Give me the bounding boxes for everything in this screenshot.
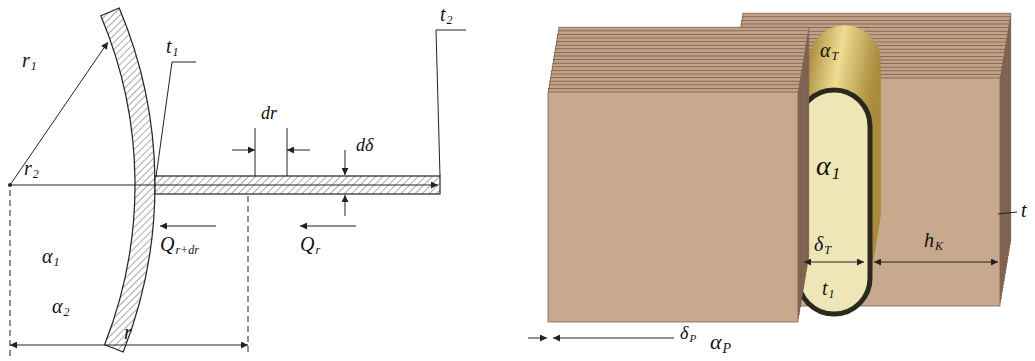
subscript: 1 [173, 46, 179, 58]
subscript: 1 [829, 288, 835, 300]
subscript: T [832, 50, 839, 62]
radius-symbol: r [22, 50, 30, 70]
heat-flow-symbol: Q [300, 234, 314, 254]
heat-transfer-symbol: α [52, 296, 63, 316]
dimension-label: h [924, 230, 934, 250]
extension-line [255, 128, 256, 176]
heat-transfer-symbol: α [710, 331, 722, 353]
fin-stack [548, 27, 809, 322]
finned-tube [548, 13, 1011, 322]
subscript: 1 [54, 256, 60, 268]
subscript: K [935, 240, 943, 252]
extension-line [248, 196, 249, 356]
subscript: r+dr [175, 244, 198, 256]
dimension-arrow [345, 195, 346, 216]
subscript: 2 [64, 306, 70, 318]
radius-line [10, 42, 108, 185]
radius-symbol: r [24, 158, 32, 178]
subscript: r [315, 244, 320, 256]
dimension-label: dr [261, 104, 277, 122]
extension-line [10, 190, 11, 356]
subscript: 2 [447, 14, 453, 26]
extension-line [287, 128, 288, 176]
subscript: 1 [832, 165, 841, 182]
dimension-arrow [528, 338, 547, 339]
subscript: 1 [31, 60, 37, 72]
dimension-arrow [345, 150, 346, 175]
leader-line [572, 338, 674, 339]
thickness-symbol: δ [814, 234, 823, 254]
dimension-line [874, 262, 998, 263]
tube-wall-section [101, 8, 155, 352]
subscript: 2 [33, 168, 39, 180]
temperature-symbol: t [166, 36, 172, 56]
heat-transfer-symbol: α [820, 40, 831, 60]
radius-line [10, 185, 438, 186]
heat-transfer-symbol: α [816, 152, 831, 180]
leader-line [998, 212, 1017, 214]
dimension-arrow [232, 150, 255, 151]
heat-transfer-symbol: α [42, 246, 53, 266]
subscript: P [689, 333, 696, 344]
subscript: T [824, 244, 831, 256]
dimension-label: dδ [356, 136, 373, 154]
leader-line [436, 30, 466, 176]
dimension-arrow [553, 338, 572, 339]
fin-plate [548, 92, 798, 322]
heat-flow-arrow [160, 225, 216, 226]
leader-line [156, 62, 196, 177]
temperature-symbol: t [822, 278, 828, 298]
temperature-symbol: t [1021, 200, 1027, 220]
dimension-line [10, 345, 248, 346]
heat-flow-symbol: Q [160, 234, 174, 254]
subscript: P [723, 342, 732, 356]
dimension-label: r [124, 322, 132, 342]
thickness-symbol: δ [680, 324, 688, 342]
temperature-symbol: t [440, 4, 446, 24]
dimension-arrow [287, 150, 310, 151]
heat-flow-arrow [300, 225, 356, 226]
dimension-line [804, 262, 864, 263]
